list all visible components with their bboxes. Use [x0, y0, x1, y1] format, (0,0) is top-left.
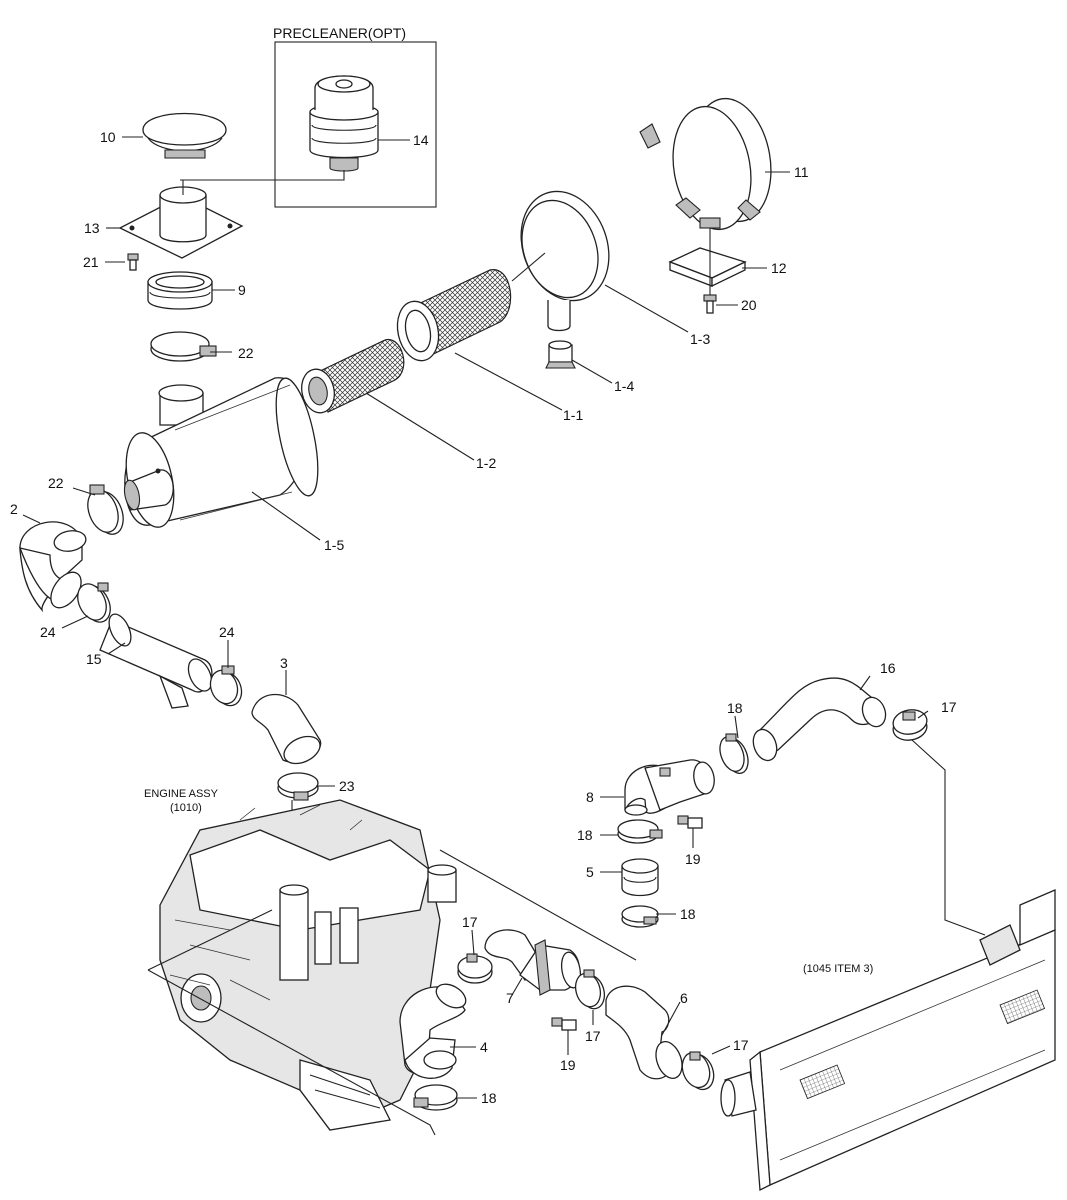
part-1-4-evacuator-valve [545, 340, 576, 369]
callout-18-mid: 18 [577, 827, 593, 843]
callout-9: 9 [238, 282, 246, 298]
part-14-precleaner [180, 75, 379, 181]
part-2-elbow-hose [18, 521, 87, 613]
part-1-2-inner-filter-element [301, 339, 405, 414]
precleaner-heading: PRECLEANER(OPT) [273, 25, 406, 41]
part-8-elbow [624, 759, 715, 816]
part-21-bolt [127, 253, 139, 271]
part-17-hose-clamp-lower-right [681, 1051, 715, 1091]
engine-assy-heading: ENGINE ASSY [144, 788, 219, 800]
part-19-bolt-lower [551, 1017, 577, 1048]
callout-4: 4 [480, 1039, 488, 1055]
part-18-hose-clamp-upper-right [719, 733, 749, 774]
callout-23: 23 [339, 778, 355, 794]
callout-18-bottom: 18 [481, 1090, 497, 1106]
callout-19-upper: 19 [685, 851, 701, 867]
callout-20: 20 [741, 297, 757, 313]
part-22-hose-clamp-mid [87, 484, 124, 535]
intercooler-ref: (1045 ITEM 3) [803, 963, 873, 975]
callout-7: 7 [506, 990, 514, 1006]
callout-11: 11 [794, 164, 809, 180]
callout-16: 16 [880, 660, 896, 676]
part-16-hose [752, 677, 887, 762]
part-19-bolt-upper [677, 815, 703, 848]
callout-21: 21 [83, 254, 99, 270]
part-17-hose-clamp-left [457, 953, 493, 984]
part-9-adapter [147, 271, 213, 310]
part-22-hose-clamp-top [150, 331, 217, 362]
engine-assy-ref: (1010) [170, 802, 202, 814]
callout-22-top: 22 [238, 345, 254, 361]
part-20-bolt [703, 294, 717, 314]
part-5-sleeve [621, 858, 659, 897]
callout-17-upper-right: 17 [941, 699, 957, 715]
precleaner-option-box: PRECLEANER(OPT) [273, 25, 437, 208]
callout-19-lower: 19 [560, 1057, 576, 1073]
callout-2: 2 [10, 501, 18, 517]
part-3-elbow-hose [251, 693, 322, 765]
callout-1-5: 1-5 [324, 537, 344, 553]
callout-24-left: 24 [40, 624, 56, 640]
callout-5: 5 [586, 864, 594, 880]
part-24-hose-clamp-left [77, 582, 111, 623]
callout-3: 3 [280, 655, 288, 671]
part-23-hose-clamp [277, 772, 319, 895]
callout-12: 12 [771, 260, 787, 276]
part-15-pipe [99, 613, 213, 709]
callout-22-mid: 22 [48, 475, 64, 491]
engine-leader-lines [147, 849, 637, 1136]
part-1-1-outer-filter-element [396, 269, 512, 362]
callout-1-2: 1-2 [476, 455, 496, 471]
part-6-hose [605, 985, 683, 1080]
part-11-mounting-band [639, 97, 772, 231]
part-18-hose-clamp-lower-mid [621, 905, 659, 928]
part-1-5-air-cleaner-housing [123, 377, 319, 528]
callout-17-left: 17 [462, 914, 478, 930]
callout-labels: 10 14 11 13 21 9 12 20 22 1-3 1-4 1-1 1-… [10, 129, 957, 1106]
part-12-bracket [668, 228, 747, 295]
part-24-hose-clamp-right [209, 665, 243, 707]
part-7-elbow [484, 929, 582, 996]
part-13-mounting-flange [118, 180, 244, 259]
intercooler: (1045 ITEM 3) [720, 889, 1056, 1192]
callout-leader-lines [22, 136, 929, 1099]
callout-1-4: 1-4 [614, 378, 634, 394]
part-17-hose-clamp-right-of-7 [574, 969, 606, 1010]
callout-18-lower-mid: 18 [680, 906, 696, 922]
callout-1-1: 1-1 [563, 407, 583, 423]
engine-assembly: ENGINE ASSY (1010) [144, 788, 457, 1131]
callout-13: 13 [84, 220, 100, 236]
callout-17-lower-right: 17 [733, 1037, 749, 1053]
part-17-hose-clamp-upper-right [892, 709, 986, 936]
part-1-3-end-cover [511, 190, 610, 332]
callout-14: 14 [413, 132, 429, 148]
part-18-hose-clamp-bottom [413, 1084, 458, 1111]
callout-24-right: 24 [219, 624, 235, 640]
callout-6: 6 [680, 990, 688, 1006]
callout-18-upper-right: 18 [727, 700, 743, 716]
callout-8: 8 [586, 789, 594, 805]
part-4-elbow-hose [399, 983, 467, 1079]
part-10-rain-cap [142, 112, 227, 159]
callout-10: 10 [100, 129, 116, 145]
callout-17-right-of-7: 17 [585, 1028, 601, 1044]
callout-1-3: 1-3 [690, 331, 710, 347]
callout-15: 15 [86, 651, 102, 667]
part-18-hose-clamp-mid [617, 819, 663, 844]
